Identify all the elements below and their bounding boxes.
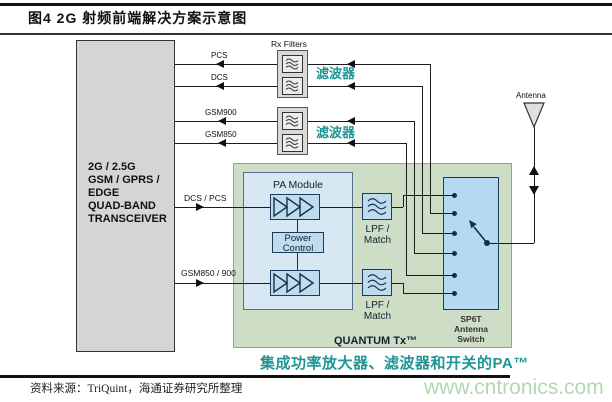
arrowhead-left xyxy=(347,139,355,147)
port-label-dcs: DCS xyxy=(211,73,228,82)
arrowhead-left xyxy=(218,117,226,125)
wire xyxy=(320,283,362,284)
filter-wave-icon xyxy=(285,58,299,70)
wire xyxy=(308,143,406,144)
figure-title: 图4 2G 射频前端解决方案示意图 xyxy=(28,10,248,26)
rx-filter-dcs xyxy=(282,77,303,95)
lpf-match-high-band xyxy=(362,193,392,220)
wire xyxy=(175,86,277,87)
antenna-label: Antenna xyxy=(516,91,546,100)
lpf-match-low-band xyxy=(362,269,392,296)
watermark: www.cntronics.com xyxy=(424,376,604,399)
figure-caption: 集成功率放大器、滤波器和开关的PA™ xyxy=(260,355,529,372)
sp6t-switch-label: SP6T Antenna Switch xyxy=(440,314,502,344)
pa-amplifier-high-band xyxy=(270,194,320,220)
title-underline xyxy=(0,33,612,35)
wire xyxy=(534,127,535,243)
wire xyxy=(406,143,407,275)
wire xyxy=(422,86,423,233)
filter-wave-icon xyxy=(285,137,299,149)
wire xyxy=(175,207,270,208)
sp6t-label-line: Antenna xyxy=(454,324,488,334)
pa-module-label: PA Module xyxy=(272,179,323,191)
filter-wave-icon xyxy=(367,198,387,215)
wire xyxy=(403,195,455,196)
rx-filter-pcs xyxy=(282,55,303,73)
filter-wave-icon xyxy=(285,115,299,127)
arrowhead-left xyxy=(216,82,224,90)
port-label-pcs: PCS xyxy=(211,51,228,60)
wire xyxy=(430,213,455,214)
wire xyxy=(422,233,455,234)
wire xyxy=(175,121,277,122)
transceiver-label-line: 2G / 2.5G xyxy=(88,161,136,173)
antenna-icon xyxy=(523,102,545,128)
tx-input-label-dcs-pcs: DCS / PCS xyxy=(184,193,227,203)
arrowhead-left xyxy=(347,117,355,125)
filter-wave-icon xyxy=(367,274,387,291)
filter-cn-label-bottom: 滤波器 xyxy=(316,125,356,140)
wire xyxy=(392,207,403,208)
wire xyxy=(308,121,414,122)
wire xyxy=(406,275,455,276)
port-label-gsm900: GSM900 xyxy=(205,108,237,117)
arrowhead-left xyxy=(216,60,224,68)
amplifier-icon xyxy=(273,196,315,218)
switch-arm-icon xyxy=(469,220,488,244)
filter-cn-label-top: 滤波器 xyxy=(316,66,356,81)
power-control-block: Power Control xyxy=(272,232,324,254)
wire xyxy=(403,283,404,293)
wire xyxy=(490,243,534,244)
wire xyxy=(320,207,362,208)
sp6t-label-line: SP6T xyxy=(460,314,482,324)
arrowhead-right xyxy=(196,279,204,287)
power-control-label-line: Power xyxy=(284,233,312,244)
pa-amplifier-low-band xyxy=(270,270,320,296)
lpf-label-line: Match xyxy=(363,311,392,322)
rx-filter-gsm850 xyxy=(282,134,303,152)
sp6t-label-line: Switch xyxy=(457,334,485,344)
wire xyxy=(175,283,270,284)
arrowhead-right xyxy=(196,203,204,211)
lpf-label-line: LPF / xyxy=(365,300,390,311)
wire xyxy=(175,143,277,144)
wire xyxy=(392,283,403,284)
transceiver-label-line: GSM / GPRS / xyxy=(88,174,160,186)
arrowhead-left xyxy=(347,60,355,68)
rx-filters-label: Rx Filters xyxy=(271,39,307,49)
wire xyxy=(430,64,431,213)
arrowhead-left xyxy=(218,139,226,147)
tx-input-label-gsm850-900: GSM850 / 900 xyxy=(181,268,236,278)
wire xyxy=(414,121,415,253)
source-note: 资料来源：TriQuint，海通证券研究所整理 xyxy=(30,383,243,395)
wire xyxy=(414,253,455,254)
top-rule xyxy=(0,3,612,6)
arrowhead-left xyxy=(347,82,355,90)
lpf-label-line: Match xyxy=(363,235,392,246)
transceiver-label-line: EDGE xyxy=(88,187,120,199)
power-control-label-line: Control xyxy=(282,243,314,254)
wire xyxy=(175,64,277,65)
port-label-gsm850: GSM850 xyxy=(205,130,237,139)
bottom-rule xyxy=(0,375,510,378)
filter-wave-icon xyxy=(285,80,299,92)
wire xyxy=(308,86,422,87)
transceiver-label-line: TRANSCEIVER xyxy=(88,213,167,225)
wire xyxy=(297,253,298,270)
lpf-match-label: LPF / Match xyxy=(355,224,400,246)
rx-filter-gsm900 xyxy=(282,112,303,130)
amplifier-icon xyxy=(273,272,315,294)
quantum-tx-label: QUANTUM Tx™ xyxy=(334,335,418,347)
arrowhead-up xyxy=(529,166,539,175)
lpf-label-line: LPF / xyxy=(365,224,390,235)
wire xyxy=(308,64,430,65)
lpf-match-label: LPF / Match xyxy=(355,300,400,322)
wire xyxy=(297,220,298,232)
wire xyxy=(403,195,404,207)
wire xyxy=(403,293,455,294)
arrowhead-down xyxy=(529,186,539,195)
transceiver-block: 2G / 2.5G GSM / GPRS / EDGE QUAD-BAND TR… xyxy=(76,40,175,352)
transceiver-label-line: QUAD-BAND xyxy=(88,200,156,212)
